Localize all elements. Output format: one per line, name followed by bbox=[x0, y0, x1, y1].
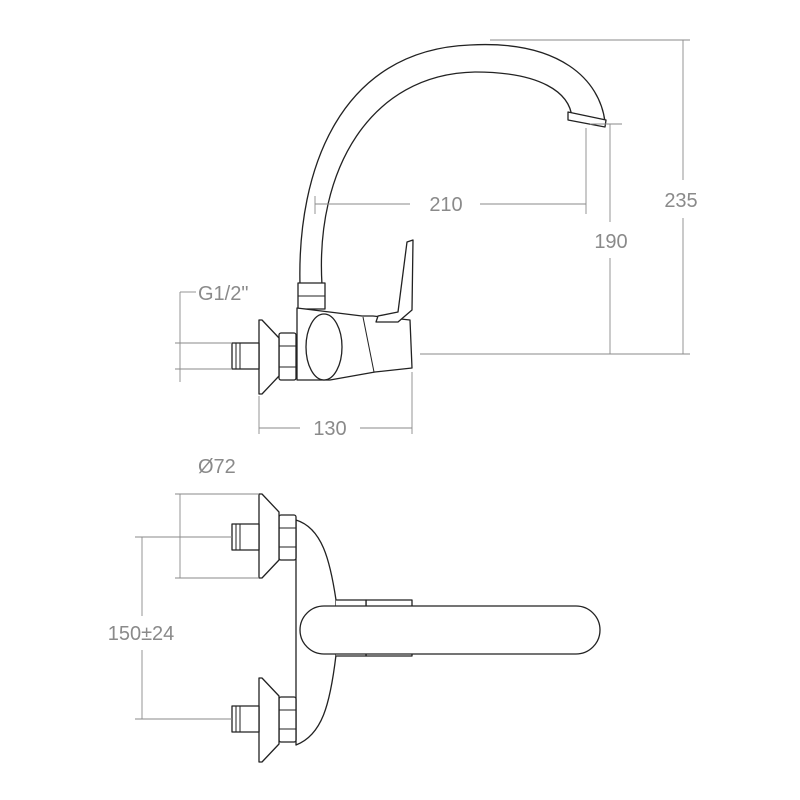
spout-top bbox=[299, 605, 601, 655]
valve-body-bulge bbox=[305, 313, 343, 381]
width-label: 130 bbox=[313, 418, 346, 440]
reach-label: 210 bbox=[429, 194, 462, 216]
lower-hex-nut bbox=[278, 696, 297, 743]
total-height-label: 235 bbox=[664, 190, 697, 212]
spout-arc bbox=[299, 43, 606, 286]
spout-height-label: 190 bbox=[594, 231, 627, 253]
upper-wall-flange bbox=[258, 493, 280, 579]
handle-lever bbox=[375, 239, 414, 323]
inlet-spacing-label: 150±24 bbox=[108, 623, 175, 645]
thread-size-label: G1/2" bbox=[198, 283, 248, 305]
hex-nut bbox=[278, 332, 297, 381]
top-view: Ø72 150±24 bbox=[108, 456, 601, 763]
lower-wall-flange bbox=[258, 677, 280, 763]
upper-hex-nut bbox=[278, 514, 297, 561]
valve-seam bbox=[362, 316, 375, 373]
spout-outlet bbox=[567, 111, 607, 128]
wall-flange bbox=[258, 319, 280, 395]
side-view: G1/2" 130 210 190 235 bbox=[175, 39, 698, 440]
flange-diameter-label: Ø72 bbox=[198, 456, 236, 478]
